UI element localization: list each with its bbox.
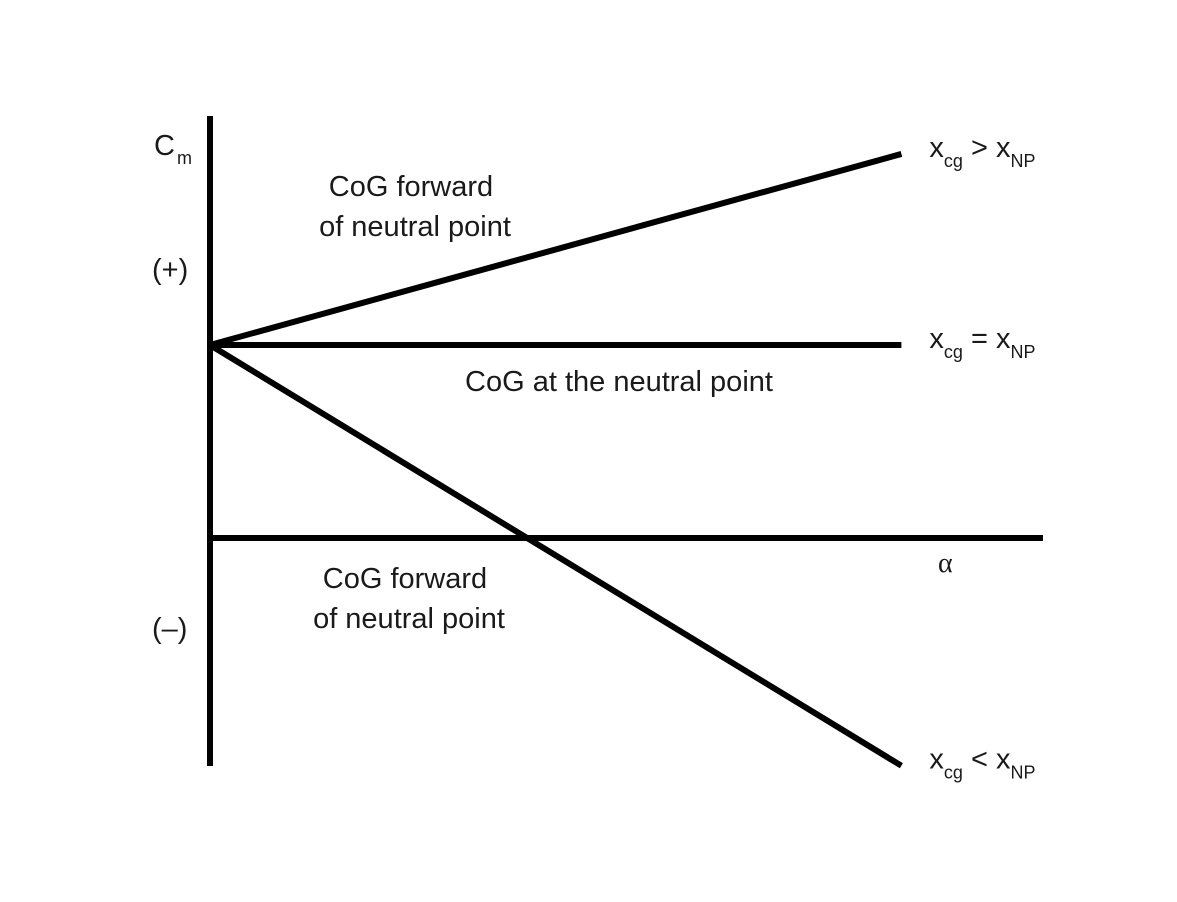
series-label-equal-sub-b: NP bbox=[1010, 342, 1035, 362]
series-label-equal-sub-a: cg bbox=[944, 342, 963, 362]
series-label-below-sub-a: cg bbox=[944, 763, 963, 783]
series-label-below-op: < bbox=[963, 744, 996, 776]
series-line-below bbox=[208, 342, 903, 769]
series-label-above-var-b: x bbox=[996, 132, 1011, 164]
series-label-above-sub-a: cg bbox=[944, 151, 963, 171]
positive-region-label: (+) bbox=[152, 254, 188, 286]
series-label-above: xcg > xNP bbox=[929, 132, 1035, 171]
series-label-equal-var-a: x bbox=[929, 323, 944, 355]
annotation-lower-line-2: of neutral point bbox=[313, 603, 505, 635]
series-line-above bbox=[209, 151, 903, 348]
annotation-upper: CoG forward of neutral point bbox=[319, 171, 511, 243]
annotation-upper-line-1: CoG forward bbox=[329, 171, 493, 203]
annotation-upper-line-2: of neutral point bbox=[319, 211, 511, 243]
series-label-equal: xcg = xNP bbox=[929, 323, 1035, 362]
series-label-below-var-b: x bbox=[996, 744, 1011, 776]
x-axis-label: α bbox=[938, 548, 953, 579]
series-label-above-op: > bbox=[963, 132, 996, 164]
series-label-above-var-a: x bbox=[929, 132, 944, 164]
y-axis-label-main: C bbox=[154, 130, 175, 162]
series-label-above-sub-b: NP bbox=[1010, 151, 1035, 171]
y-axis-label-sub: m bbox=[177, 148, 192, 168]
negative-region-label: (–) bbox=[152, 613, 187, 645]
series-label-equal-op: = bbox=[963, 323, 996, 355]
annotation-lower: CoG forward of neutral point bbox=[313, 563, 505, 635]
series-group bbox=[208, 151, 903, 769]
annotation-middle: CoG at the neutral point bbox=[465, 366, 773, 398]
series-label-equal-var-b: x bbox=[996, 323, 1011, 355]
series-label-below-sub-b: NP bbox=[1010, 763, 1035, 783]
annotation-lower-line-1: CoG forward bbox=[323, 563, 487, 595]
series-label-below-var-a: x bbox=[929, 744, 944, 776]
series-label-below: xcg < xNP bbox=[929, 744, 1035, 783]
